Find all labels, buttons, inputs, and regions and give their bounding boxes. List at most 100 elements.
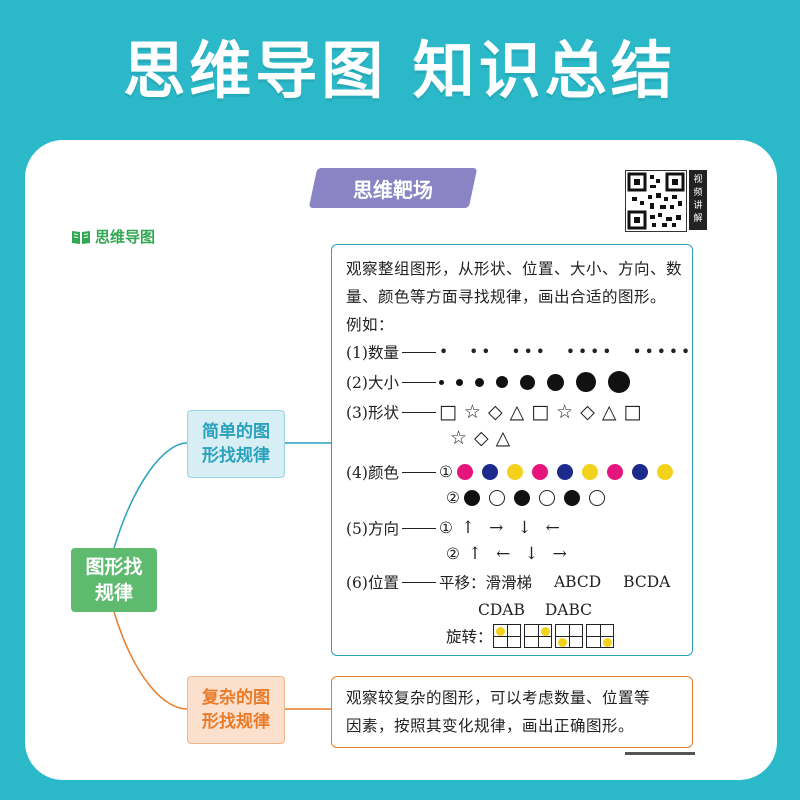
rotate-grid xyxy=(554,624,583,648)
size-dots xyxy=(438,371,642,393)
complex-rules-box: 观察较复杂的图形，可以考虑数量、位置等 因素，按照其变化规律，画出正确图形。 xyxy=(331,676,693,748)
qr-code-icon xyxy=(627,172,685,230)
grid-line xyxy=(586,636,613,637)
color-dot xyxy=(513,490,530,506)
color-dot xyxy=(556,464,573,480)
color-dot xyxy=(538,490,555,506)
node-simple: 简单的图形找规律 xyxy=(187,410,285,478)
direction-row-1: ↑ → ↓ ← xyxy=(461,518,574,538)
rotate-grids xyxy=(492,624,617,648)
arrow-symbol: ↑ xyxy=(460,518,476,538)
shape-symbol: ☆ xyxy=(450,427,468,449)
arrow-symbol: ↓ xyxy=(517,518,532,538)
row-direction-2: ② ↑←↓→ xyxy=(446,541,581,567)
simple-rules-box: 观察整组图形，从形状、位置、大小、方向、数 量、颜色等方面寻找规律，画出合适的图… xyxy=(331,244,693,656)
size-dot xyxy=(546,373,564,391)
arrow-symbol: ↓ xyxy=(524,544,539,564)
row-color: (4)颜色 ① xyxy=(346,459,682,485)
color-dot xyxy=(606,464,623,480)
color-dot xyxy=(581,464,598,480)
dot-group: •• xyxy=(469,343,494,361)
shape-symbol: ◇ xyxy=(487,401,503,423)
arrow-symbol: ← xyxy=(545,518,560,538)
size-dot xyxy=(519,374,535,390)
intro-paragraph: 观察整组图形，从形状、位置、大小、方向、数 量、颜色等方面寻找规律，画出合适的图… xyxy=(346,260,683,334)
grid-line xyxy=(524,636,551,637)
shape-symbol: □ xyxy=(531,401,550,423)
shape-symbol: △ xyxy=(495,427,511,449)
row-quantity: (1)数量 ••••••••••••••• xyxy=(346,339,711,365)
mindmap-label-text: 思维导图 xyxy=(95,228,156,246)
shape-row-1: □ ☆ ◇ △ □ ☆ ◇ △ □ xyxy=(439,401,648,423)
size-dot xyxy=(455,378,463,386)
color-row-2 xyxy=(463,490,614,506)
divider xyxy=(625,752,695,755)
grid-line xyxy=(555,636,582,637)
book-icon xyxy=(72,230,90,244)
size-dot xyxy=(495,376,508,388)
yellow-dot xyxy=(495,627,505,636)
node-root: 图形找规律 xyxy=(71,548,157,612)
row-position: (6)位置 平移：滑滑梯 ABCD BCDA xyxy=(346,573,671,592)
color-row-1 xyxy=(456,464,682,480)
arrow-symbol: ← xyxy=(496,544,511,564)
yellow-dot xyxy=(557,638,567,647)
connector-lines xyxy=(113,442,331,710)
quantity-dots: ••••••••••••••• xyxy=(439,343,711,361)
rotate-grid xyxy=(523,624,552,648)
shape-symbol: □ xyxy=(438,401,457,423)
row-direction: (5)方向 ① ↑→↓← xyxy=(346,515,574,541)
shape-row-2: ☆ ◇ △ xyxy=(450,427,517,449)
color-dot xyxy=(456,464,473,480)
shape-symbol: △ xyxy=(509,401,525,423)
direction-row-2: ↑ ← ↓ → xyxy=(468,544,581,564)
shape-symbol: ◇ xyxy=(580,401,595,423)
color-dot xyxy=(488,490,505,506)
dot-group: ••••• xyxy=(632,343,694,361)
row-shape-2: ☆ ◇ △ xyxy=(450,425,517,451)
size-dot xyxy=(474,377,484,387)
shape-symbol: ☆ xyxy=(556,401,574,423)
page-title: 思维导图 知识总结 xyxy=(123,34,677,107)
color-dot xyxy=(563,490,580,506)
complex-paragraph: 观察较复杂的图形，可以考虑数量、位置等 因素，按照其变化规律，画出正确图形。 xyxy=(346,689,651,735)
shape-symbol: □ xyxy=(623,401,642,423)
color-dot xyxy=(506,464,523,480)
color-dot xyxy=(631,464,648,480)
row-position-2: CDAB DABC xyxy=(478,597,592,623)
row-rotate: 旋转： xyxy=(446,623,617,649)
arrow-symbol: ↑ xyxy=(467,544,483,564)
seq-dabc: DABC xyxy=(544,601,593,619)
shape-symbol: △ xyxy=(601,401,617,423)
color-dot xyxy=(656,464,673,480)
shape-symbol: ☆ xyxy=(463,401,481,423)
yellow-dot xyxy=(602,638,612,647)
dot-group: ••• xyxy=(511,343,548,361)
color-dot xyxy=(481,464,498,480)
dot-group: • xyxy=(438,343,452,361)
row-size: (2)大小 xyxy=(346,369,642,395)
node-complex: 复杂的图形找规律 xyxy=(187,676,285,744)
grid-line xyxy=(493,636,520,637)
shape-symbol: ◇ xyxy=(474,427,489,449)
color-dot xyxy=(588,490,605,506)
rotate-grid xyxy=(492,624,521,648)
size-dot xyxy=(438,379,444,385)
qr-code[interactable] xyxy=(625,170,687,232)
qr-side-label: 视 频 讲 解 xyxy=(689,170,707,230)
mindmap-label: 思维导图 xyxy=(71,226,155,247)
yellow-dot xyxy=(540,627,550,636)
size-dot xyxy=(607,371,630,393)
color-dot xyxy=(531,464,548,480)
arrow-symbol: → xyxy=(552,544,567,564)
rotate-grid xyxy=(585,624,614,648)
row-color-2: ② xyxy=(446,485,614,511)
dot-group: •••• xyxy=(565,343,615,361)
size-dot xyxy=(575,372,596,392)
seq-bcda: BCDA xyxy=(623,573,671,591)
content-card: 思维靶场 视 频 讲 解 xyxy=(25,140,777,780)
arrow-symbol: → xyxy=(489,518,504,538)
row-shape: (3)形状 □☆◇△□☆◇△□ xyxy=(346,399,648,425)
color-dot xyxy=(463,490,480,506)
seq-abcd: ABCD xyxy=(553,573,602,591)
